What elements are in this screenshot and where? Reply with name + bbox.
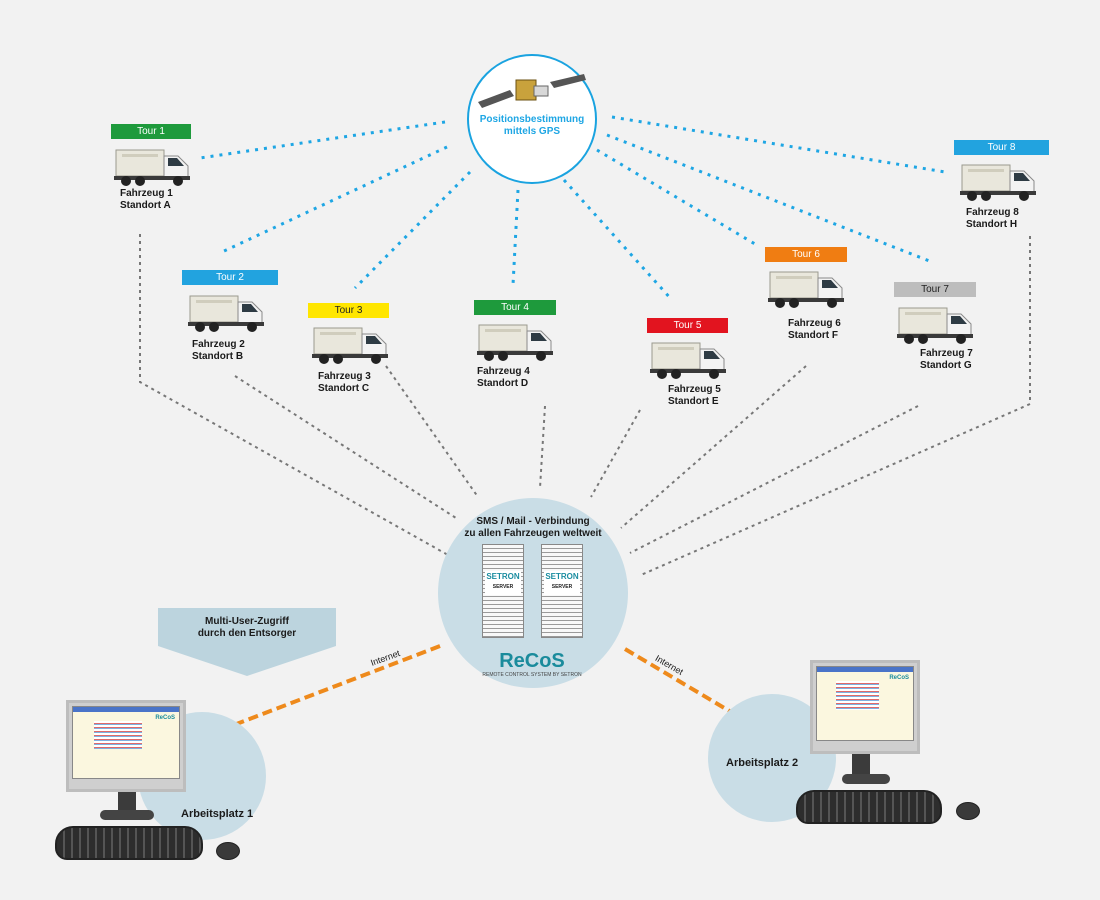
- mouse-1: [216, 842, 240, 860]
- vehicle-label-5: Fahrzeug 5 Standort E: [668, 384, 721, 408]
- truck-icon-7: [895, 302, 975, 346]
- workstation-label-2: Arbeitsplatz 2: [726, 757, 799, 769]
- vehicle-location-3: Standort C: [318, 383, 370, 394]
- tour-badge-8: Tour 8: [954, 140, 1049, 155]
- server-link-3: [385, 365, 479, 498]
- truck-icon-3: [310, 322, 390, 366]
- server-word-1: SERVER: [492, 584, 514, 590]
- server-links: [139, 234, 1031, 576]
- recos-logo-subtitle: REMOTE CONTROL SYSTEM BY SETRON: [482, 672, 582, 678]
- vehicle-label-1: Fahrzeug 1 Standort A: [120, 188, 173, 212]
- monitor-stand-2: [852, 754, 870, 776]
- screen-logo-1: ReCoS: [155, 715, 175, 721]
- server-brand-2: SETRON: [545, 572, 579, 581]
- vehicle-location-6: Standort F: [788, 330, 838, 341]
- vehicle-name-6: Fahrzeug 6: [788, 318, 841, 329]
- server-unit-2: SETRON SERVER: [541, 544, 583, 638]
- server-link-2: [234, 375, 457, 519]
- internet-link-1: [199, 644, 441, 740]
- tour-badge-3: Tour 3: [308, 303, 389, 318]
- keyboard-1: [55, 826, 203, 860]
- server-brand-1: SETRON: [486, 572, 520, 581]
- monitor-1: ReCoS: [66, 700, 186, 792]
- server-word-2: SERVER: [551, 584, 573, 590]
- tour-badge-1: Tour 1: [111, 124, 191, 139]
- vehicle-label-4: Fahrzeug 4 Standort D: [477, 366, 530, 390]
- vehicle-name-3: Fahrzeug 3: [318, 371, 371, 382]
- vehicle-location-2: Standort B: [192, 351, 244, 362]
- truck-icon-4: [475, 319, 555, 363]
- vehicle-location-8: Standort H: [966, 219, 1018, 230]
- server-link-6: [620, 365, 807, 529]
- vehicle-label-2: Fahrzeug 2 Standort B: [192, 339, 245, 363]
- screen-titlebar-1: [73, 707, 179, 712]
- server-node: [438, 498, 628, 688]
- tour-badge-4: Tour 4: [474, 300, 556, 315]
- server-title: SMS / Mail - Verbindung zu allen Fahrzeu…: [464, 516, 602, 539]
- truck-icon-8: [958, 159, 1038, 203]
- server-plate-1: SETRON SERVER: [485, 571, 521, 595]
- gps-link-8: [611, 115, 946, 174]
- vehicle-name-7: Fahrzeug 7: [920, 348, 973, 359]
- tour-badge-6: Tour 6: [765, 247, 847, 262]
- vehicle-label-8: Fahrzeug 8 Standort H: [966, 207, 1019, 231]
- screen-table-2: [836, 681, 880, 711]
- multi-user-callout: [158, 608, 336, 646]
- mouse-2: [956, 802, 980, 820]
- screen-2: ReCoS: [816, 666, 914, 741]
- vehicle-name-5: Fahrzeug 5: [668, 384, 721, 395]
- truck-icon-6: [766, 266, 846, 310]
- multi-user-text: Multi-User-Zugriff durch den Entsorger: [197, 616, 297, 639]
- server-plate-2: SETRON SERVER: [544, 571, 580, 595]
- vehicle-label-3: Fahrzeug 3 Standort C: [318, 371, 371, 395]
- vehicle-name-8: Fahrzeug 8: [966, 207, 1019, 218]
- server-link-8: [640, 236, 1031, 576]
- workstation-label-1: Arbeitsplatz 1: [181, 808, 254, 820]
- vehicle-name-2: Fahrzeug 2: [192, 339, 245, 350]
- keyboard-2: [796, 790, 942, 824]
- monitor-foot-2: [842, 774, 890, 784]
- server-link-7: [629, 405, 919, 554]
- gps-link-7: [606, 133, 933, 264]
- monitor-2: ReCoS: [810, 660, 920, 754]
- vehicle-location-1: Standort A: [120, 200, 171, 211]
- multi-user-arrow: [158, 646, 336, 676]
- gps-node: [467, 54, 597, 184]
- gps-link-1: [199, 120, 446, 160]
- monitor-foot-1: [100, 810, 154, 820]
- satellite-icon: [478, 74, 586, 108]
- monitor-stand-1: [118, 792, 136, 812]
- vehicle-location-5: Standort E: [668, 396, 719, 407]
- screen-logo-2: ReCoS: [889, 675, 909, 681]
- vehicle-location-7: Standort G: [920, 360, 972, 371]
- tour-badge-2: Tour 2: [182, 270, 278, 285]
- server-link-1: [139, 234, 449, 556]
- gps-link-5: [562, 178, 674, 302]
- vehicle-label-7: Fahrzeug 7 Standort G: [920, 348, 973, 372]
- gps-link-3: [353, 170, 472, 290]
- truck-icon-5: [648, 337, 728, 381]
- server-link-5: [590, 409, 641, 498]
- gps-label: Positionsbestimmung mittels GPS: [479, 114, 585, 137]
- vehicle-location-4: Standort D: [477, 378, 529, 389]
- server-unit-1: SETRON SERVER: [482, 544, 524, 638]
- tour-badge-5: Tour 5: [647, 318, 728, 333]
- recos-logo: ReCoS: [499, 650, 565, 672]
- truck-icon-1: [112, 144, 192, 188]
- vehicle-name-1: Fahrzeug 1: [120, 188, 173, 199]
- tour-badge-7: Tour 7: [894, 282, 976, 297]
- gps-link-2: [221, 145, 448, 254]
- gps-links: [199, 115, 946, 302]
- truck-icon-2: [186, 290, 266, 334]
- screen-table-1: [94, 721, 142, 750]
- vehicle-label-6: Fahrzeug 6 Standort F: [788, 318, 841, 342]
- screen-1: ReCoS: [72, 706, 180, 779]
- gps-link-6: [596, 148, 756, 246]
- server-link-4: [539, 405, 546, 489]
- gps-link-4: [511, 189, 520, 286]
- vehicle-name-4: Fahrzeug 4: [477, 366, 530, 377]
- screen-titlebar-2: [817, 667, 913, 672]
